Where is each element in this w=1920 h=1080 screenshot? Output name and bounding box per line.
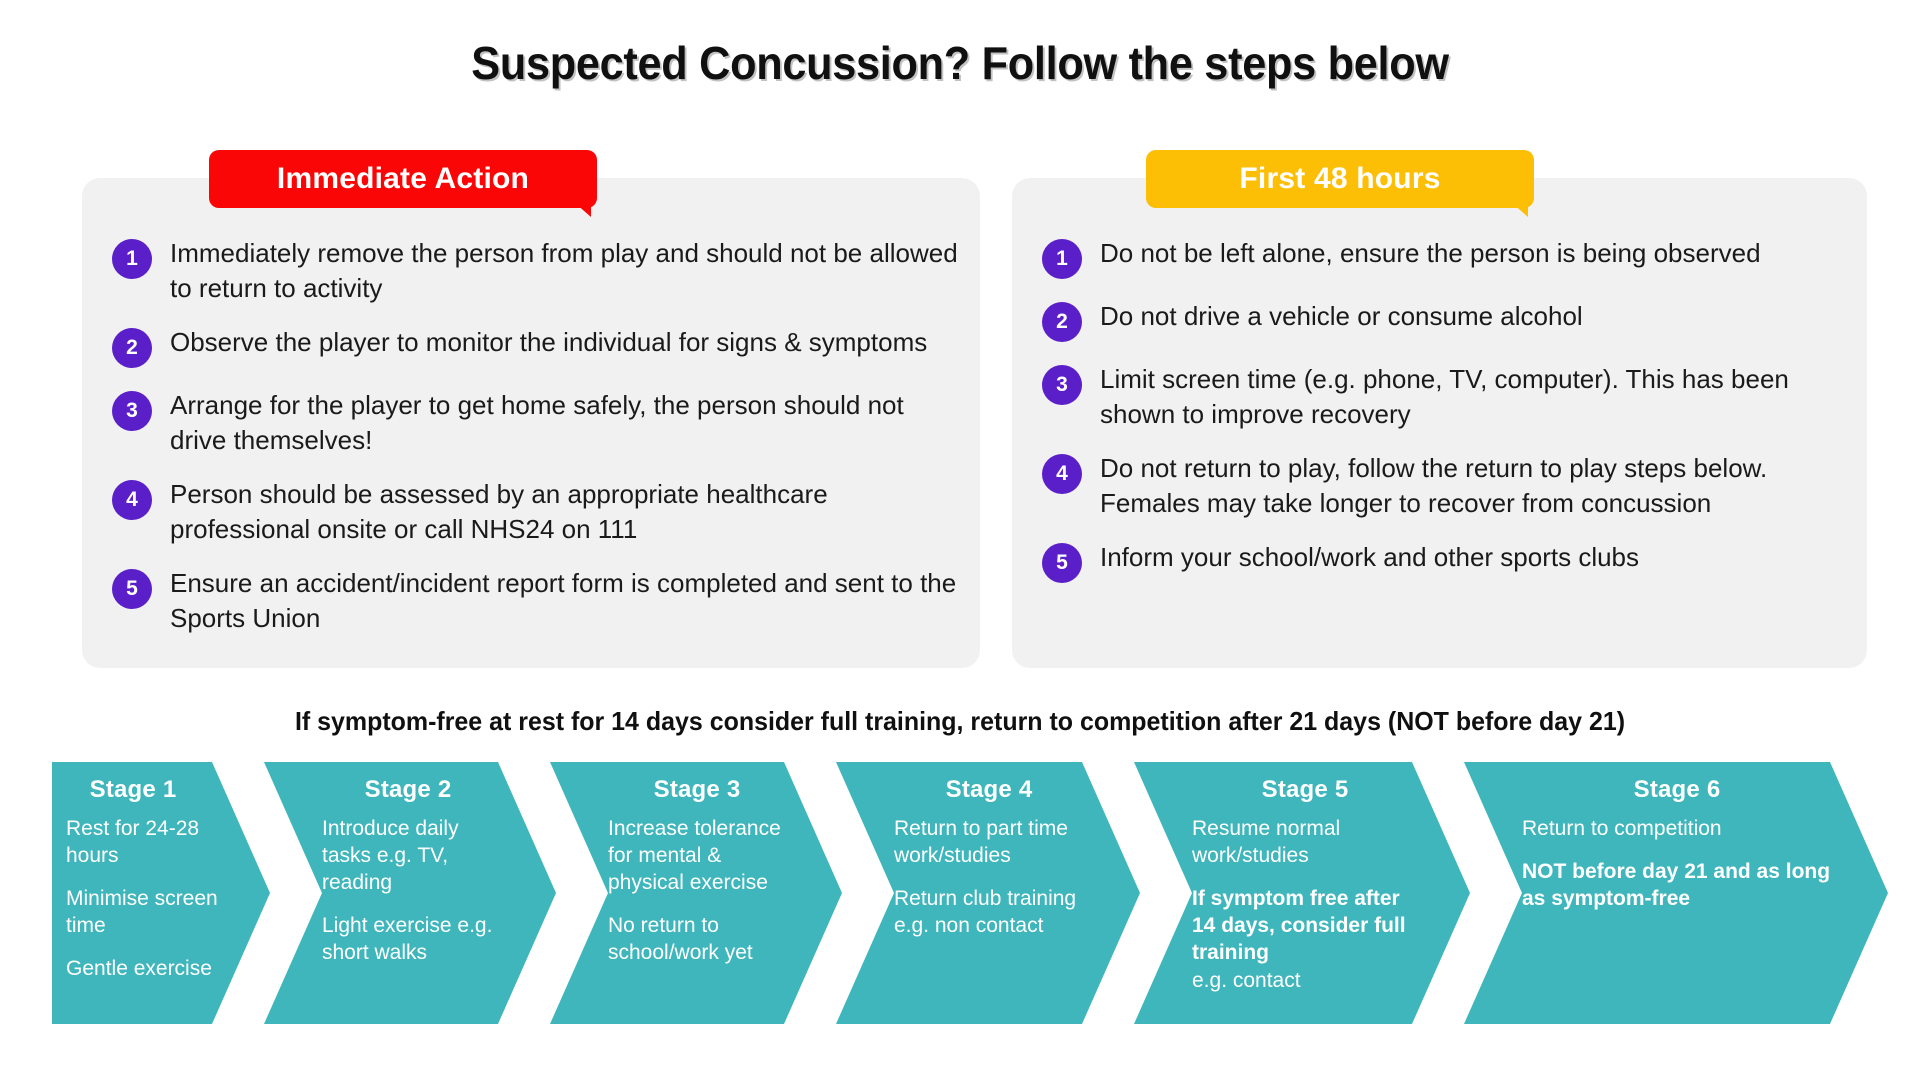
stage-1-body: Rest for 24-28 hours Minimise screen tim…	[66, 816, 218, 982]
list-item: 4 Person should be assessed by an approp…	[112, 477, 958, 546]
step-number-badge: 1	[1042, 239, 1082, 279]
stage-3: Stage 3 Increase tolerance for mental & …	[550, 762, 842, 1024]
stage-6-title: Stage 6	[1633, 776, 1721, 803]
list-item: 2 Observe the player to monitor the indi…	[112, 325, 958, 369]
list-item: 4 Do not return to play, follow the retu…	[1042, 451, 1845, 520]
step-number-badge: 3	[112, 391, 152, 432]
stage-4-title: Stage 4	[945, 776, 1033, 803]
stage-6-body: Return to competition NOT before day 21 …	[1522, 816, 1842, 913]
step-text: Do not return to play, follow the return…	[1100, 453, 1768, 518]
stage-para: Rest for 24-28 hours	[66, 817, 200, 867]
stage-para: Resume normal work/studies	[1192, 817, 1341, 867]
list-item: 1 Do not be left alone, ensure the perso…	[1042, 236, 1845, 279]
return-to-play-subtitle: If symptom-free at rest for 14 days cons…	[294, 706, 1626, 736]
stage-2-body: Introduce daily tasks e.g. TV, reading L…	[322, 816, 504, 966]
stage-para-emphasis: NOT before day 21 and as long as symptom…	[1522, 859, 1831, 910]
step-text: Observe the player to monitor the indivi…	[170, 327, 928, 358]
step-number-badge: 2	[112, 328, 152, 369]
stage-para: Gentle exercise	[66, 956, 212, 980]
stage-4-body: Return to part time work/studies Return …	[894, 816, 1094, 940]
list-item: 5 Ensure an accident/incident report for…	[112, 566, 958, 635]
step-number-badge: 4	[112, 480, 152, 521]
stage-3-body: Increase tolerance for mental & physical…	[608, 816, 796, 966]
stage-6: Stage 6 Return to competition NOT before…	[1464, 762, 1888, 1024]
stage-para-emphasis: If symptom free after 14 days, consider …	[1192, 886, 1406, 964]
stage-para: Return to part time work/studies	[894, 817, 1068, 867]
step-number-badge: 1	[112, 239, 152, 279]
card-first-48-hours: First 48 hours 1 Do not be left alone, e…	[1012, 150, 1867, 668]
banner-immediate-action: Immediate Action	[209, 150, 597, 217]
stage-para: No return to school/work yet	[608, 913, 753, 964]
stage-para: Increase tolerance for mental & physical…	[608, 817, 781, 894]
list-item: 3 Arrange for the player to get home saf…	[112, 388, 958, 457]
stage-para: Introduce daily tasks e.g. TV, reading	[322, 817, 459, 894]
list-item: 3 Limit screen time (e.g. phone, TV, com…	[1042, 362, 1845, 431]
list-item: 2 Do not drive a vehicle or consume alco…	[1042, 299, 1845, 342]
step-text: Immediately remove the person from play …	[170, 238, 958, 303]
step-text: Ensure an accident/incident report form …	[170, 568, 957, 634]
stage-3-title: Stage 3	[653, 776, 741, 803]
page-title: Suspected Concussion? Follow the steps b…	[471, 37, 1449, 89]
stage-5-title: Stage 5	[1261, 776, 1349, 803]
step-text: Limit screen time (e.g. phone, TV, compu…	[1100, 364, 1789, 429]
stage-2: Stage 2 Introduce daily tasks e.g. TV, r…	[264, 762, 556, 1024]
step-text: Do not drive a vehicle or consume alcoho…	[1100, 301, 1583, 331]
step-number-badge: 2	[1042, 302, 1082, 342]
banner-first-48-hours-label: First 48 hours	[1239, 162, 1441, 195]
list-item: 1 Immediately remove the person from pla…	[112, 236, 958, 305]
immediate-action-list: 1 Immediately remove the person from pla…	[112, 236, 958, 636]
step-number-badge: 4	[1042, 454, 1082, 495]
stage-5: Stage 5 Resume normal work/studies If sy…	[1134, 762, 1470, 1024]
stage-4: Stage 4 Return to part time work/studies…	[836, 762, 1140, 1024]
step-text: Do not be left alone, ensure the person …	[1100, 238, 1761, 268]
step-text: Inform your school/work and other sports…	[1100, 542, 1640, 573]
stage-1-title: Stage 1	[89, 776, 177, 803]
stage-para: Minimise screen time	[66, 886, 218, 937]
step-number-badge: 5	[112, 569, 152, 610]
step-number-badge: 3	[1042, 365, 1082, 405]
stage-para: Light exercise e.g. short walks	[322, 913, 493, 964]
list-item: 5 Inform your school/work and other spor…	[1042, 540, 1845, 584]
stage-para: Return club training e.g. non contact	[894, 886, 1077, 937]
stage-5-body: Resume normal work/studies If symptom fr…	[1192, 816, 1428, 995]
stage-1: Stage 1 Rest for 24-28 hours Minimise sc…	[52, 762, 270, 1024]
card-immediate-action: Immediate Action 1 Immediately remove th…	[82, 150, 980, 668]
stage-2-title: Stage 2	[364, 776, 452, 803]
banner-first-48-hours: First 48 hours	[1146, 150, 1534, 217]
stage-para: e.g. contact	[1192, 969, 1301, 993]
stage-para: Return to competition	[1522, 817, 1722, 840]
first-48-hours-list: 1 Do not be left alone, ensure the perso…	[1042, 236, 1845, 584]
return-to-play-stages: Stage 1 Rest for 24-28 hours Minimise sc…	[52, 762, 1888, 1024]
step-number-badge: 5	[1042, 543, 1082, 584]
step-text: Person should be assessed by an appropri…	[170, 479, 828, 544]
step-text: Arrange for the player to get home safel…	[170, 390, 904, 455]
banner-immediate-action-label: Immediate Action	[276, 162, 530, 195]
